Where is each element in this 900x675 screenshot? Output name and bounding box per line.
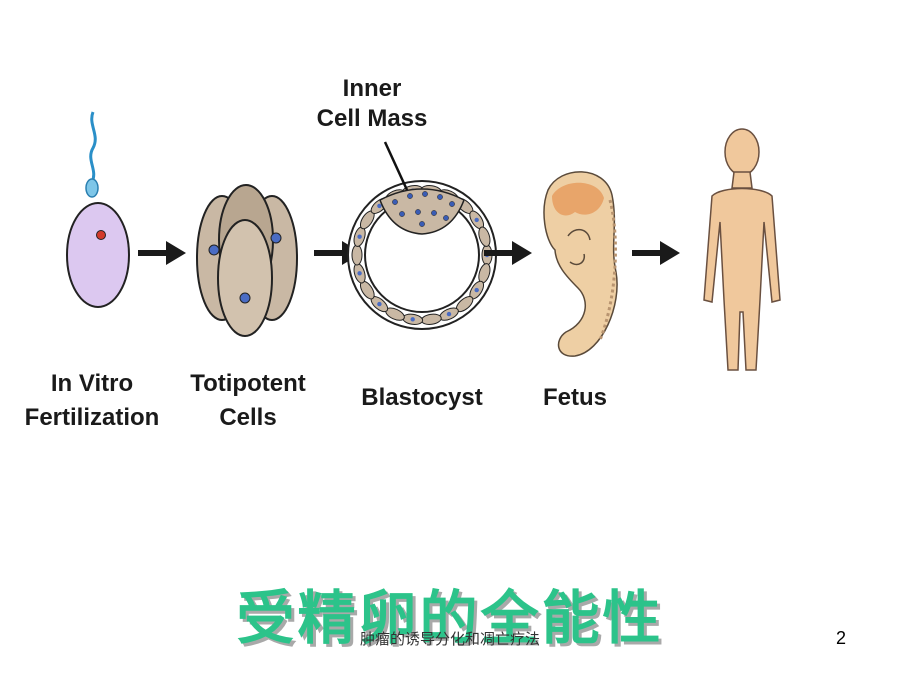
- egg-with-sperm-icon: [66, 111, 130, 308]
- trophoblast-cell: [351, 244, 363, 266]
- fetus-icon: [543, 171, 618, 357]
- icm-nucleus: [407, 193, 413, 199]
- footer-text: 肿瘤的诱导分化和凋亡疗法: [359, 630, 540, 648]
- arrow-3-icon: [484, 241, 532, 265]
- slide-title: 受精卵的全能性: [236, 584, 664, 652]
- icm-nucleus: [443, 215, 449, 221]
- fertilization-label: Fertilization: [25, 404, 160, 431]
- cell-mass-label: Cell Mass: [317, 105, 428, 132]
- cell-nucleus: [377, 203, 382, 209]
- cells-label: Cells: [219, 404, 276, 431]
- icm-nucleus: [449, 201, 455, 207]
- cell-nucleus: [474, 217, 479, 223]
- cell-nucleus: [474, 287, 479, 293]
- page-number: 2: [836, 628, 847, 648]
- cell-nucleus: [446, 311, 452, 317]
- icm-nucleus: [422, 191, 428, 197]
- totipotent-label: Totipotent: [190, 370, 306, 397]
- icm-nucleus: [415, 209, 421, 215]
- trophoblast-cell: [478, 226, 491, 247]
- cell-nucleus: [410, 317, 415, 322]
- cell-nucleus: [357, 234, 362, 239]
- icm-nucleus: [399, 211, 405, 217]
- cell-nucleus: [357, 271, 362, 276]
- in-vitro-label: In Vitro: [51, 370, 133, 397]
- blastocyst-label: Blastocyst: [361, 384, 482, 411]
- icm-nucleus: [431, 210, 437, 216]
- arrow-4-icon: [632, 241, 680, 265]
- arrow-1-icon: [138, 241, 186, 265]
- development-diagram: Inner Cell Mass In Vitro Fertilization T…: [25, 75, 781, 431]
- icm-nucleus: [392, 199, 398, 205]
- human-figure-icon: [703, 128, 781, 371]
- icm-nucleus: [419, 221, 425, 227]
- blastocyst-icon: [347, 141, 497, 330]
- cell-nucleus: [377, 301, 382, 307]
- inner-label: Inner: [343, 75, 402, 102]
- fetus-label: Fetus: [543, 384, 607, 411]
- totipotent-cells-icon: [196, 184, 298, 337]
- icm-nucleus: [437, 194, 443, 200]
